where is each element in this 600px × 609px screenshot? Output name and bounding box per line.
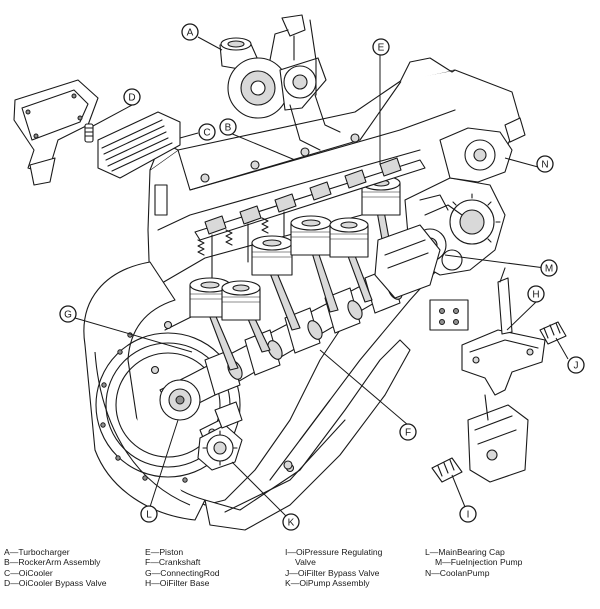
legend-item-I-continued: Valve (295, 557, 316, 568)
svg-text:E: E (378, 43, 385, 54)
legend-item-I: I—OiPressure Regulating (285, 547, 383, 557)
callout-L: L (140, 505, 158, 523)
callout-B: B (219, 118, 237, 136)
oil-cooler-cover (13, 79, 99, 186)
oil-filter-base (461, 267, 546, 396)
callout-J: J (567, 356, 585, 374)
legend-column-1: A—Turbocharger B—RockerArm Assembly C—Oi… (4, 547, 107, 589)
oil-filter-bypass-valve (539, 321, 567, 345)
svg-text:B: B (225, 123, 232, 134)
legend-column-2: E—Piston F—Crankshaft G—ConnectingRod H—… (145, 547, 220, 589)
svg-text:G: G (64, 310, 72, 321)
callout-F: F (399, 423, 417, 441)
legend-column-3: I—OiPressure Regulating Valve J—OiFilter… (285, 547, 382, 589)
callout-H: H (527, 285, 545, 303)
oil-pan (204, 339, 411, 531)
legend-item-A: A—Turbocharger (4, 547, 70, 557)
oil-pump-assembly (197, 401, 243, 471)
callout-E: E (372, 38, 390, 56)
svg-text:N: N (541, 160, 548, 171)
leader-lines (74, 36, 569, 522)
flywheel-housing (83, 261, 241, 521)
legend-item-J: J—OiFilter Bypass Valve (285, 567, 380, 578)
callout-I: I (459, 505, 477, 523)
fuel-injection-pump (374, 194, 469, 331)
legend-item-E: E—Piston (145, 547, 184, 557)
parts-legend: A—Turbocharger B—RockerArm Assembly C—Oi… (0, 547, 600, 609)
svg-text:L: L (146, 510, 152, 521)
engine-cutaway-illustration: A B C D E F G H J I K L (13, 14, 585, 531)
legend-column-4: L—MainBearing Cap M—FueInjection Pump N—… (425, 547, 522, 578)
callout-K: K (282, 513, 300, 531)
legend-item-G: G—ConnectingRod (145, 567, 220, 578)
legend-item-H: H—OiFilter Base (145, 578, 210, 589)
svg-text:M: M (545, 264, 553, 275)
rocker-arm-assembly (194, 157, 426, 279)
svg-text:J: J (574, 361, 579, 372)
turbocharger (219, 14, 341, 151)
svg-text:F: F (405, 428, 411, 439)
callout-A: A (181, 23, 199, 41)
callout-G: G (59, 305, 77, 323)
legend-item-L: L—MainBearing Cap (425, 547, 505, 557)
oil-cooler-bypass-valve (84, 123, 94, 143)
callout-D: D (123, 88, 141, 106)
oil-pressure-regulating-valve (431, 394, 529, 483)
svg-text:K: K (288, 518, 295, 529)
legend-item-F: F—Crankshaft (145, 557, 201, 568)
svg-text:I: I (467, 510, 470, 521)
svg-text:H: H (532, 290, 539, 301)
legend-item-K: K—OiPump Assembly (285, 578, 370, 589)
coolant-pump (439, 117, 526, 183)
oil-cooler (97, 111, 181, 179)
legend-item-C: C—OiCooler (4, 567, 53, 578)
svg-text:D: D (128, 93, 135, 104)
svg-text:C: C (203, 128, 210, 139)
callout-C: C (198, 123, 216, 141)
legend-item-B: B—RockerArm Assembly (4, 557, 101, 568)
svg-text:A: A (187, 28, 194, 39)
callout-M: M (540, 259, 558, 277)
legend-item-D: D—OiCooler Bypass Valve (4, 578, 107, 589)
callout-N: N (536, 155, 554, 173)
legend-item-M: M—FueInjection Pump (435, 557, 523, 568)
legend-item-N: N—CoolanPump (425, 567, 490, 578)
pistons (189, 175, 401, 371)
